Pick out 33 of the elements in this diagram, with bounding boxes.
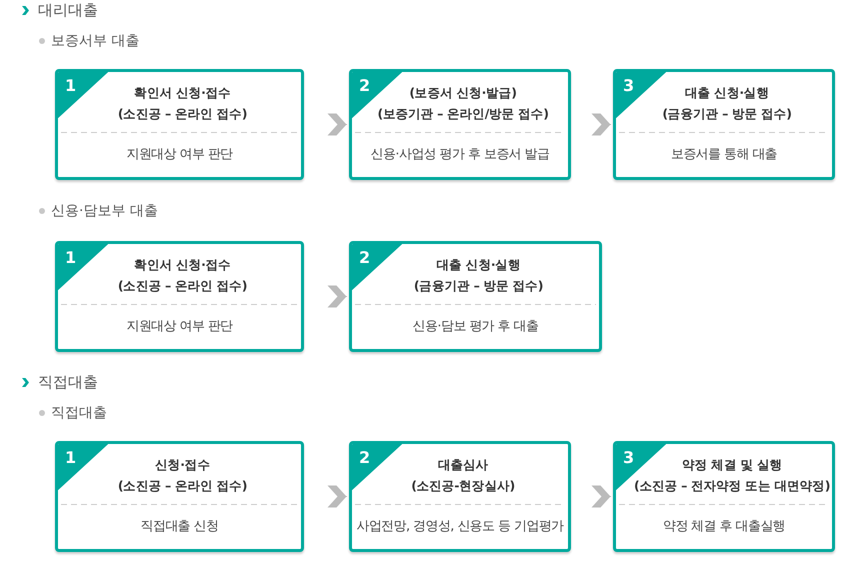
step-title: 대출 신청·실행 (금융기관 – 방문 접수) — [414, 256, 544, 295]
step-description: 신용·담보 평가 후 대출 — [412, 318, 538, 336]
step-card — [349, 241, 602, 352]
step-description: 보증서를 통해 대출 — [670, 146, 778, 164]
section-heading: 직접대출 — [38, 372, 98, 392]
step-badge: 1 — [58, 444, 108, 490]
step-title: (보증서 신청·발급) (보증기관 – 온라인/방문 접수) — [377, 84, 549, 123]
step-card — [55, 69, 304, 180]
step-card — [349, 69, 571, 180]
step-title: 약정 체결 및 실행 (소진공 – 전자약정 또는 대면약정) — [634, 456, 830, 495]
step-description: 약정 체결 후 대출실행 — [662, 518, 786, 536]
section-heading: 대리대출 — [38, 0, 98, 20]
step-card — [613, 441, 835, 552]
list-item: 직접대출 — [51, 404, 107, 422]
step-card — [55, 441, 304, 552]
step-card — [349, 441, 571, 552]
step-title: 대출심사 (소진공-현장실사) — [411, 456, 515, 495]
step-card — [55, 241, 304, 352]
step-title: 신청·접수 (소진공 – 온라인 접수) — [118, 456, 248, 495]
step-description: 지원대상 여부 판단 — [126, 318, 233, 336]
step-card — [613, 69, 835, 180]
step-description: 직접대출 신청 — [140, 518, 218, 536]
step-badge: 2 — [352, 444, 402, 490]
step-title: 확인서 신청·접수 (소진공 – 온라인 접수) — [118, 256, 248, 295]
step-badge: 1 — [58, 72, 108, 118]
step-badge: 2 — [352, 244, 402, 290]
step-description: 신용·사업성 평가 후 보증서 발급 — [370, 146, 550, 164]
step-description: 사업전망, 경영성, 신용도 등 기업평가 — [356, 518, 564, 536]
list-item: 신용·담보부 대출 — [51, 202, 158, 220]
list-item: 보증서부 대출 — [51, 32, 140, 50]
step-description: 지원대상 여부 판단 — [126, 146, 233, 164]
step-title: 확인서 신청·접수 (소진공 – 온라인 접수) — [118, 84, 248, 123]
step-badge: 1 — [58, 244, 108, 290]
